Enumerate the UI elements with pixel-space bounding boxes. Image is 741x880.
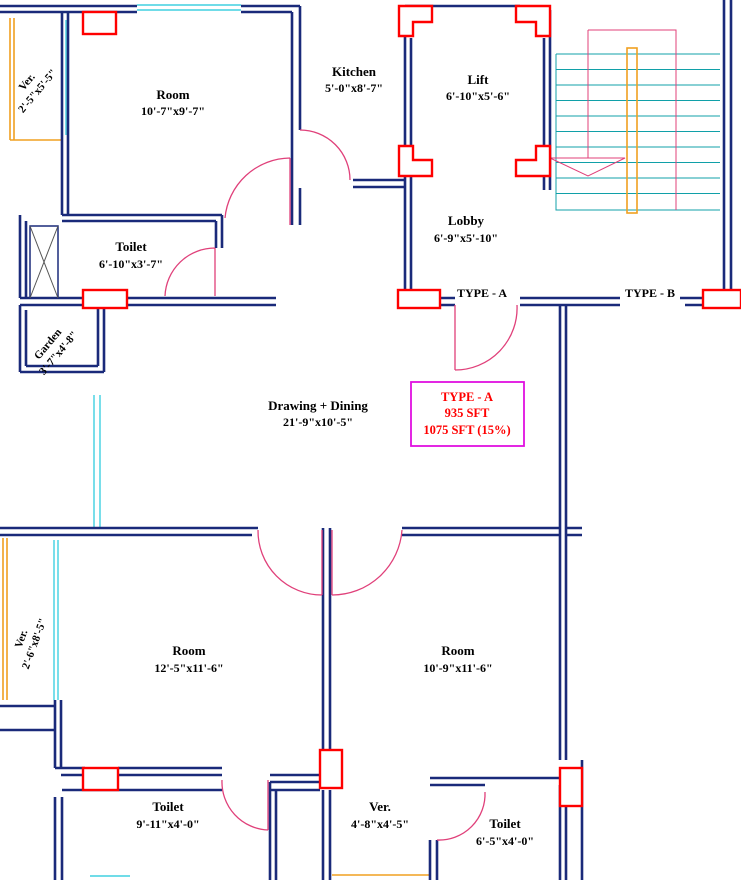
drawing-dim: 21'-9"x10'-5": [283, 415, 353, 429]
wall-22: [0, 526, 258, 537]
wall-25: [0, 704, 55, 732]
door-4: [257, 529, 323, 596]
column-2: [396, 288, 442, 310]
door-0: [224, 157, 291, 225]
wall-10: [353, 178, 405, 189]
door-3: [454, 304, 518, 371]
badge-line-2: 935 SFT: [445, 406, 490, 420]
wall-32: [268, 782, 320, 880]
room-top-left-name: Room: [156, 87, 189, 102]
badge-line-1: TYPE - A: [441, 390, 493, 404]
wall-13: [18, 305, 28, 372]
lift-column-2: [397, 144, 434, 178]
column-5: [558, 766, 584, 808]
wall-29: [118, 766, 222, 777]
windows: [53, 4, 241, 877]
lift-name: Lift: [468, 72, 490, 87]
toilet-bottom-right-dim: 6'-5"x4'-0": [476, 834, 534, 848]
window-1: [93, 395, 101, 528]
lift-dim: 6'-10"x5'-6": [446, 89, 510, 103]
wall-14: [20, 364, 104, 374]
lobby-name: Lobby: [448, 213, 485, 228]
wall-23: [402, 526, 560, 537]
room-bottom-left-name: Room: [172, 643, 205, 658]
kitchen-dim: 5'-0"x8'-7": [325, 81, 383, 95]
room-bottom-right-name: Room: [441, 643, 474, 658]
wall-28: [55, 766, 85, 777]
kitchen-name: Kitchen: [332, 64, 377, 79]
lift-column-0: [397, 4, 434, 38]
door-2: [164, 247, 216, 297]
doors: [164, 129, 518, 841]
lobby-dim: 6'-9"x5'-10": [434, 231, 498, 245]
wall-11: [18, 215, 28, 298]
columns: [81, 4, 741, 808]
column-3: [701, 288, 741, 310]
wall-35: [428, 840, 439, 880]
toilet-bottom-left-dim: 9'-11"x4'-0": [136, 817, 199, 831]
wall-27: [53, 735, 63, 768]
badge-line-3: 1075 SFT (15%): [423, 423, 510, 437]
door-7: [436, 791, 486, 841]
area-badge: TYPE - A 935 SFT 1075 SFT (15%): [410, 381, 525, 447]
toilet-bottom-right-name: Toilet: [489, 816, 521, 831]
wall-21: [566, 526, 582, 537]
stair-outline: [555, 54, 720, 211]
drawing-name: Drawing + Dining: [268, 398, 368, 413]
type-a-label: TYPE - A: [457, 286, 507, 300]
column-6: [81, 766, 120, 792]
wall-4: [214, 215, 224, 248]
door-1: [299, 129, 351, 181]
column-4: [318, 748, 344, 790]
room-bottom-right-dim: 10'-9"x11'-6": [423, 661, 492, 675]
wall-34: [430, 776, 560, 787]
wall-5: [290, 6, 302, 225]
stair-direction-arrow: [549, 29, 677, 210]
staircase: [549, 29, 720, 214]
toilet-top-dim: 6'-10"x3'-7": [99, 257, 163, 271]
railing-1: [2, 538, 8, 700]
lift-column-1: [514, 4, 552, 38]
wall-30: [270, 773, 320, 784]
toilet-top-name: Toilet: [115, 239, 147, 254]
room-top-left-dim: 10'-7"x9'-7": [141, 104, 205, 118]
ver-bottom-name: Ver.: [369, 799, 391, 814]
railings: [2, 18, 430, 876]
wall-33: [321, 790, 332, 880]
door-6: [221, 779, 269, 831]
type-b-label: TYPE - B: [625, 286, 675, 300]
window-0: [137, 4, 241, 11]
wall-24: [321, 528, 332, 760]
column-0: [81, 10, 118, 36]
window-2: [53, 540, 59, 700]
wall-20: [558, 305, 568, 760]
door-5: [331, 529, 403, 596]
wall-26: [53, 700, 63, 735]
stair-handrail: [626, 47, 638, 214]
wall-19: [722, 0, 733, 298]
toilet-bottom-left-name: Toilet: [152, 799, 184, 814]
wall-3: [62, 213, 222, 223]
column-1: [81, 288, 129, 310]
wall-15: [96, 298, 106, 372]
wall-12: [20, 296, 276, 307]
ver-bottom-dim: 4'-8"x4'-5": [351, 817, 409, 831]
wall-17: [520, 296, 620, 307]
lift-shaft-box: [29, 225, 59, 299]
lift-column-3: [514, 144, 552, 178]
wall-31: [53, 788, 222, 880]
room-bottom-left-dim: 12'-5"x11'-6": [154, 661, 223, 675]
wall-2: [60, 12, 70, 215]
railing-0: [9, 18, 62, 141]
